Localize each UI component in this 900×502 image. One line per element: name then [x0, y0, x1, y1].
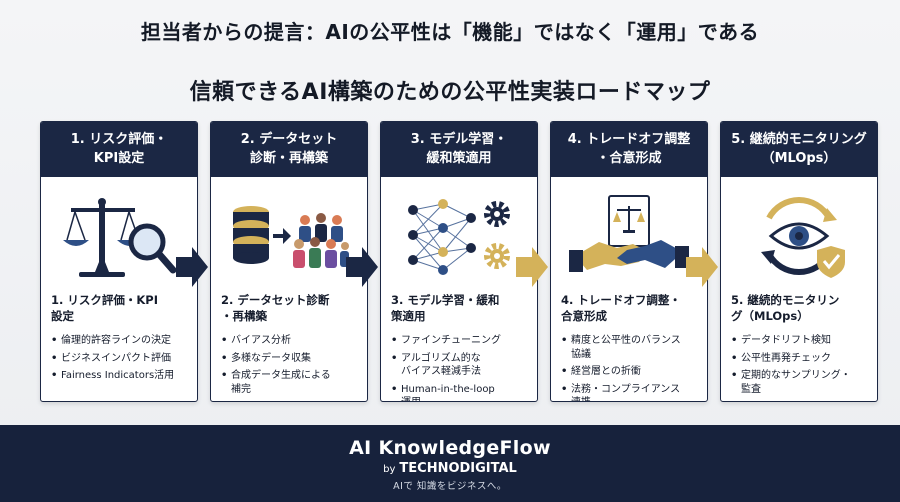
step-header: 3. モデル学習・ 緩和策適用	[381, 122, 537, 177]
list-item: •Human-in-the-loop 運用	[391, 383, 495, 402]
step-title: 3. モデル学習・緩和 策適用	[391, 293, 500, 324]
list-item: •Fairness Indicators活用	[51, 370, 175, 381]
brand-name: AI KnowledgeFlow	[349, 437, 551, 459]
step-card-1: 1. リスク評価・ KPI設定 1. リスク評価・KPI 設定 •倫理的許容ライ…	[40, 121, 198, 402]
company-name: TECHNODIGITAL	[399, 461, 517, 476]
step-item-list: •ファインチューニング •アルゴリズム的な バイアス軽減手法 •Human-in…	[381, 328, 537, 402]
list-item: •精度と公平性のバランス 協議	[561, 335, 681, 360]
arrow-right-icon	[176, 247, 208, 287]
list-item: •アルゴリズム的な バイアス軽減手法	[391, 352, 481, 378]
step-title: 2. データセット診断 ・再構築	[221, 293, 330, 324]
list-item: •ビジネスインパクト評価	[51, 352, 171, 364]
step-item-list: •データドリフト検知 •公平性再発チェック •定期的なサンプリング・ 監査	[721, 328, 877, 396]
step-header: 2. データセット 診断・再構築	[211, 122, 367, 177]
step-item-list: •倫理的許容ラインの決定 •ビジネスインパクト評価 •Fairness Indi…	[41, 328, 197, 383]
step-card-5: 5. 継続的モニタリング （MLOps） 5. 継続的モニタリン グ（MLOps…	[720, 121, 878, 402]
list-item: •データドリフト検知	[731, 335, 831, 346]
headline: 担当者からの提言：AIの公平性は「機能」ではなく「運用」である	[140, 20, 760, 44]
neural-network-gears-icon	[381, 177, 537, 292]
roadmap-title: 信頼できるAI構築のための公平性実装ロードマップ	[189, 80, 711, 105]
eye-cycle-shield-icon	[721, 177, 877, 292]
arrow-right-icon	[346, 247, 378, 287]
step-item-list: •精度と公平性のバランス 協議 •経営層との折衝 •法務・コンプライアンス 連携	[551, 328, 707, 402]
list-item: •合成データ生成による 補完	[221, 370, 331, 395]
step-header: 4. トレードオフ調整 ・合意形成	[551, 122, 707, 177]
list-item: •ファインチューニング	[391, 335, 501, 346]
list-item: •バイアス分析	[221, 335, 291, 346]
step-card-4: 4. トレードオフ調整 ・合意形成 4. トレードオフ調整・ 合意形成 •精度と…	[550, 121, 708, 402]
scale-magnifier-icon	[41, 177, 197, 292]
step-title: 5. 継続的モニタリン グ（MLOps）	[731, 293, 840, 324]
list-item: •経営層との折衝	[561, 366, 641, 377]
by-label: by	[383, 464, 396, 475]
handshake-document-icon	[551, 177, 707, 292]
list-item: •倫理的許容ラインの決定	[51, 335, 171, 346]
step-title: 1. リスク評価・KPI 設定	[51, 293, 158, 324]
list-item: •定期的なサンプリング・ 監査	[731, 370, 851, 395]
step-header: 1. リスク評価・ KPI設定	[41, 122, 197, 177]
arrow-right-icon	[686, 247, 718, 287]
list-item: •法務・コンプライアンス 連携	[561, 383, 681, 402]
step-title: 4. トレードオフ調整・ 合意形成	[561, 293, 681, 324]
step-item-list: •バイアス分析 •多様なデータ収集 •合成データ生成による 補完	[211, 328, 367, 396]
step-header: 5. 継続的モニタリング （MLOps）	[721, 122, 877, 177]
arrow-right-icon	[516, 247, 548, 287]
step-card-3: 3. モデル学習・ 緩和策適用 3. モデル学習・緩和 策適用	[380, 121, 538, 402]
list-item: •公平性再発チェック	[731, 352, 831, 364]
list-item: •多様なデータ収集	[221, 352, 311, 364]
database-people-icon	[211, 177, 367, 292]
step-card-2: 2. データセット 診断・再構築 2. データセット診断 ・再構築 •バイアス分…	[210, 121, 368, 402]
tagline: AIで 知識をビジネスへ。	[393, 481, 507, 492]
